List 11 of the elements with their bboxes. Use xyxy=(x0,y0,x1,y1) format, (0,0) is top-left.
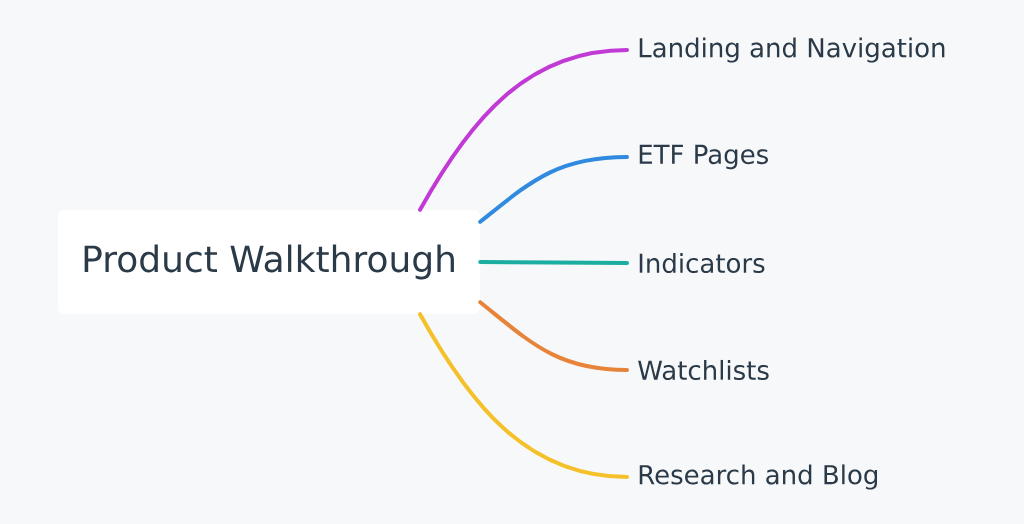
branch-line xyxy=(478,300,629,372)
branch-label: Indicators xyxy=(639,252,765,274)
branch-line xyxy=(418,48,629,212)
branch-line xyxy=(478,260,629,265)
topic-box: Product Walkthrough xyxy=(58,210,480,314)
branch-label: Research and Blog xyxy=(639,464,878,490)
branch-label: Landing and Navigation xyxy=(639,37,945,63)
branch-line xyxy=(418,312,629,479)
branch-line xyxy=(478,155,629,224)
branch-label: ETF Pages xyxy=(639,144,768,170)
branch-label: Watchlists xyxy=(638,359,769,381)
